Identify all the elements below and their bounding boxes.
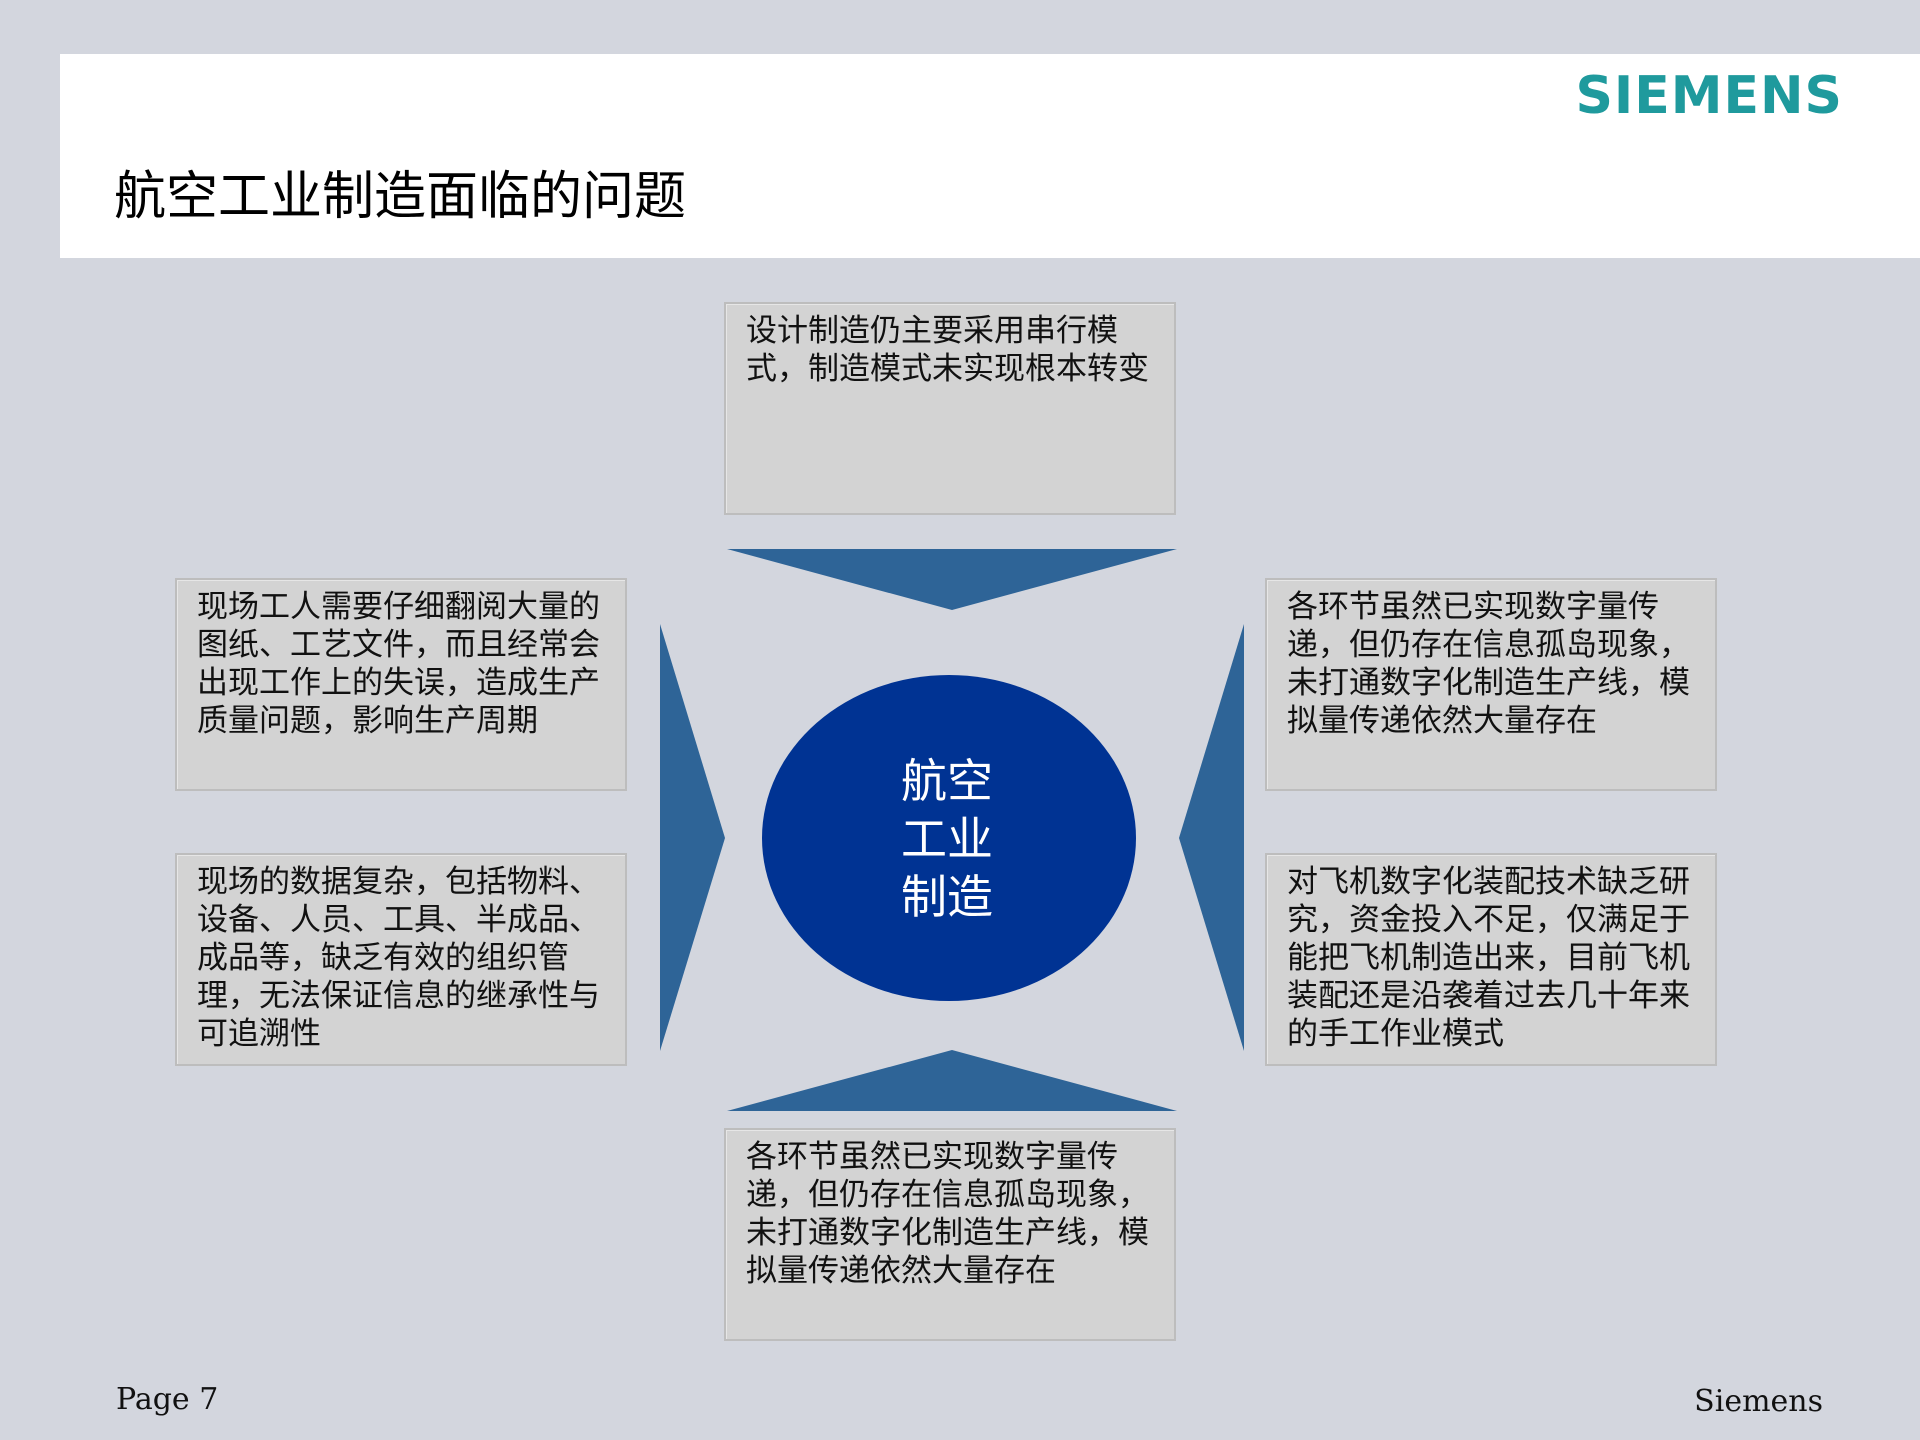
center-label: 航空 工业 制造 — [850, 752, 1044, 926]
issue-box-top: 设计制造仍主要采用串行模式，制造模式未实现根本转变 — [724, 302, 1176, 515]
arrow-right — [1179, 624, 1244, 1051]
issue-box-left-bottom: 现场的数据复杂，包括物料、设备、人员、工具、半成品、成品等，缺乏有效的组织管理，… — [175, 853, 627, 1066]
arrow-bottom — [727, 1050, 1177, 1111]
issue-box-bottom: 各环节虽然已实现数字量传递，但仍存在信息孤岛现象，未打通数字化制造生产线，模拟量… — [724, 1128, 1176, 1341]
arrow-top — [727, 549, 1177, 610]
issue-box-left-top: 现场工人需要仔细翻阅大量的图纸、工艺文件，而且经常会出现工作上的失误，造成生产质… — [175, 578, 627, 791]
page-title: 航空工业制造面临的问题 — [114, 167, 687, 227]
center-label-line: 制造 — [901, 870, 993, 924]
center-circle — [762, 675, 1136, 1001]
arrow-left — [660, 624, 725, 1051]
center-label-line: 航空 — [901, 754, 993, 808]
issue-box-right-bottom: 对飞机数字化装配技术缺乏研究，资金投入不足，仅满足于能把飞机制造出来，目前飞机装… — [1265, 853, 1717, 1066]
page-number: Page 7 — [116, 1382, 219, 1417]
center-label-line: 工业 — [901, 812, 993, 866]
issue-box-right-top: 各环节虽然已实现数字量传递，但仍存在信息孤岛现象，未打通数字化制造生产线，模拟量… — [1265, 578, 1717, 791]
siemens-logo: SIEMENS — [1575, 66, 1843, 126]
header-bar: SIEMENS 航空工业制造面临的问题 — [60, 54, 1920, 258]
footer-brand: Siemens — [1694, 1384, 1823, 1419]
